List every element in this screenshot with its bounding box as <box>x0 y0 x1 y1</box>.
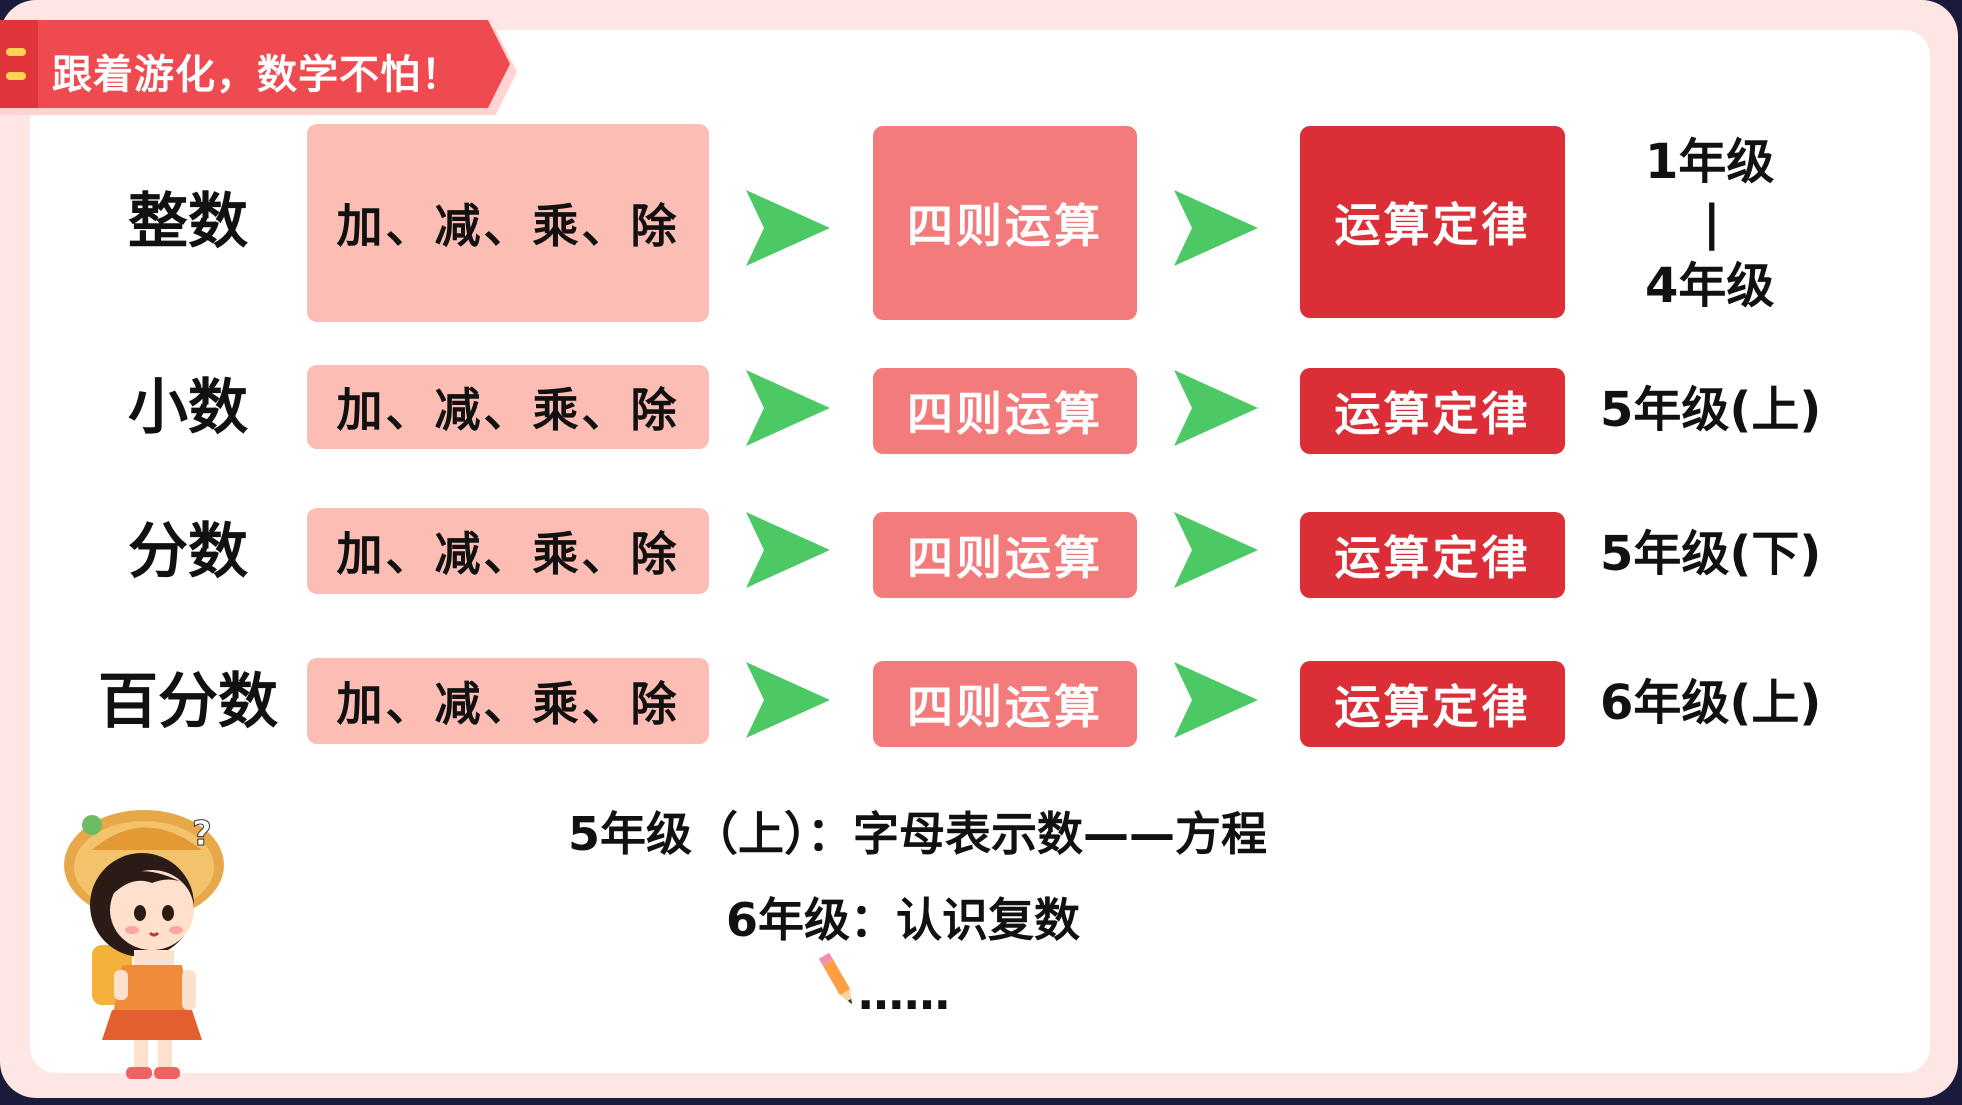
law-box-percentage: 运算定律 <box>1300 661 1565 747</box>
four-operations-box-percentage: 四则运算 <box>873 661 1137 747</box>
note-equation: 5年级（上）：字母表示数——方程 <box>568 807 1268 861</box>
svg-text:?: ? <box>192 814 212 854</box>
arrow-right-icon <box>746 662 830 738</box>
note-complex-number: 6年级：认识复数 <box>726 893 1081 947</box>
ops-box-percentage: 加、减、乘、除 <box>307 658 709 744</box>
law-box-fraction: 运算定律 <box>1300 512 1565 598</box>
row-label-integer: 整数 <box>128 187 248 257</box>
banner-ribbon-icon <box>0 20 517 115</box>
law-box-integer: 运算定律 <box>1300 126 1565 318</box>
arrow-right-icon <box>1174 662 1258 738</box>
grade-decimal: 5年级(上) <box>1600 382 1822 438</box>
pencil-icon <box>818 952 852 1005</box>
arrow-right-icon <box>1174 370 1258 446</box>
girl-illustration: ? <box>64 810 224 1079</box>
grade-fraction: 5年级(下) <box>1600 526 1822 582</box>
grade-percentage: 6年级(上) <box>1600 675 1822 731</box>
four-operations-box-fraction: 四则运算 <box>873 512 1137 598</box>
arrow-right-icon <box>746 190 830 266</box>
arrow-right-icon <box>746 512 830 588</box>
four-operations-box-decimal: 四则运算 <box>873 368 1137 454</box>
arrow-right-icon <box>746 370 830 446</box>
row-label-fraction: 分数 <box>128 517 248 587</box>
banner-title: 跟着游化，数学不怕！ <box>52 52 462 98</box>
grade-end-integer: 4年级 <box>1645 258 1775 314</box>
ops-box-fraction: 加、减、乘、除 <box>307 508 709 594</box>
ops-box-integer: 加、减、乘、除 <box>307 124 709 322</box>
title-banner: 跟着游化，数学不怕！ <box>0 20 520 115</box>
ops-box-decimal: 加、减、乘、除 <box>307 365 709 449</box>
note-ellipsis: …… <box>858 966 950 1020</box>
arrow-right-icon <box>1174 190 1258 266</box>
four-operations-box-integer: 四则运算 <box>873 126 1137 320</box>
grade-start-integer: 1年级 <box>1645 134 1775 190</box>
arrow-right-icon <box>1174 512 1258 588</box>
row-label-decimal: 小数 <box>128 373 248 443</box>
law-box-decimal: 运算定律 <box>1300 368 1565 454</box>
row-label-percentage: 百分数 <box>98 667 278 737</box>
grade-separator: | <box>1703 195 1721 251</box>
